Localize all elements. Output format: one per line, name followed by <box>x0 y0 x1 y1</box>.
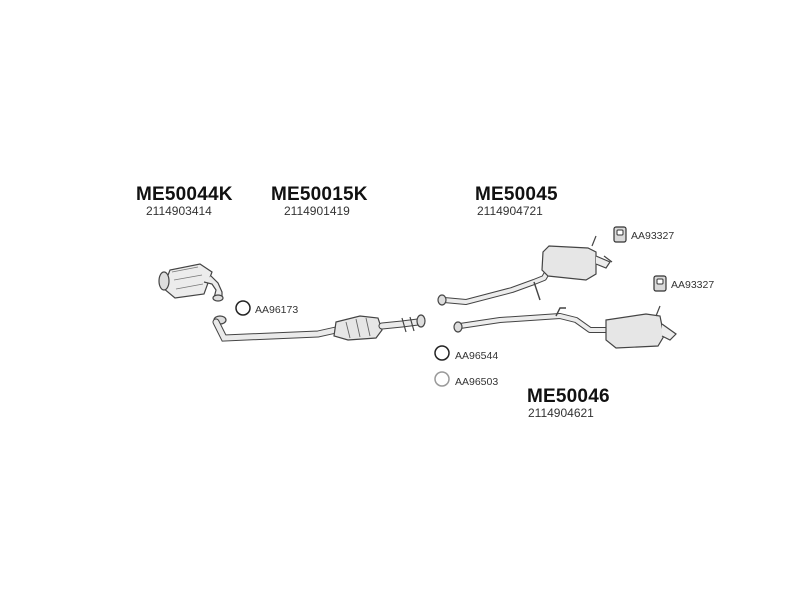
part-code-me50045: ME50045 <box>475 184 558 205</box>
part-code-me50046: ME50046 <box>527 386 610 407</box>
gasket-ring-icon <box>434 371 450 387</box>
rear-silencer-lower-icon <box>453 305 677 349</box>
gasket-ring-icon <box>434 345 450 361</box>
rubber-hanger-icon <box>653 275 667 292</box>
oem-number-me50015k: 2114901419 <box>284 204 350 218</box>
part-code-me50015k: ME50015K <box>271 184 368 205</box>
front-pipe-icon <box>212 314 426 342</box>
accessory-label-aa96544: AA96544 <box>455 350 499 362</box>
oem-number-me50044k: 2114903414 <box>146 204 212 218</box>
accessory-label-aa96173: AA96173 <box>255 304 299 316</box>
accessory-label-aa96503: AA96503 <box>455 376 499 388</box>
gasket-ring-icon <box>235 300 251 316</box>
oem-number-me50046: 2114904621 <box>528 406 594 420</box>
catalytic-converter-icon <box>158 263 224 302</box>
accessory-label-aa93327-upper: AA93327 <box>631 230 675 242</box>
rear-silencer-upper-icon <box>437 235 613 306</box>
rubber-hanger-icon <box>613 226 627 243</box>
oem-number-me50045: 2114904721 <box>477 204 543 218</box>
accessory-label-aa93327-lower: AA93327 <box>671 279 715 291</box>
part-code-me50044k: ME50044K <box>136 184 233 205</box>
